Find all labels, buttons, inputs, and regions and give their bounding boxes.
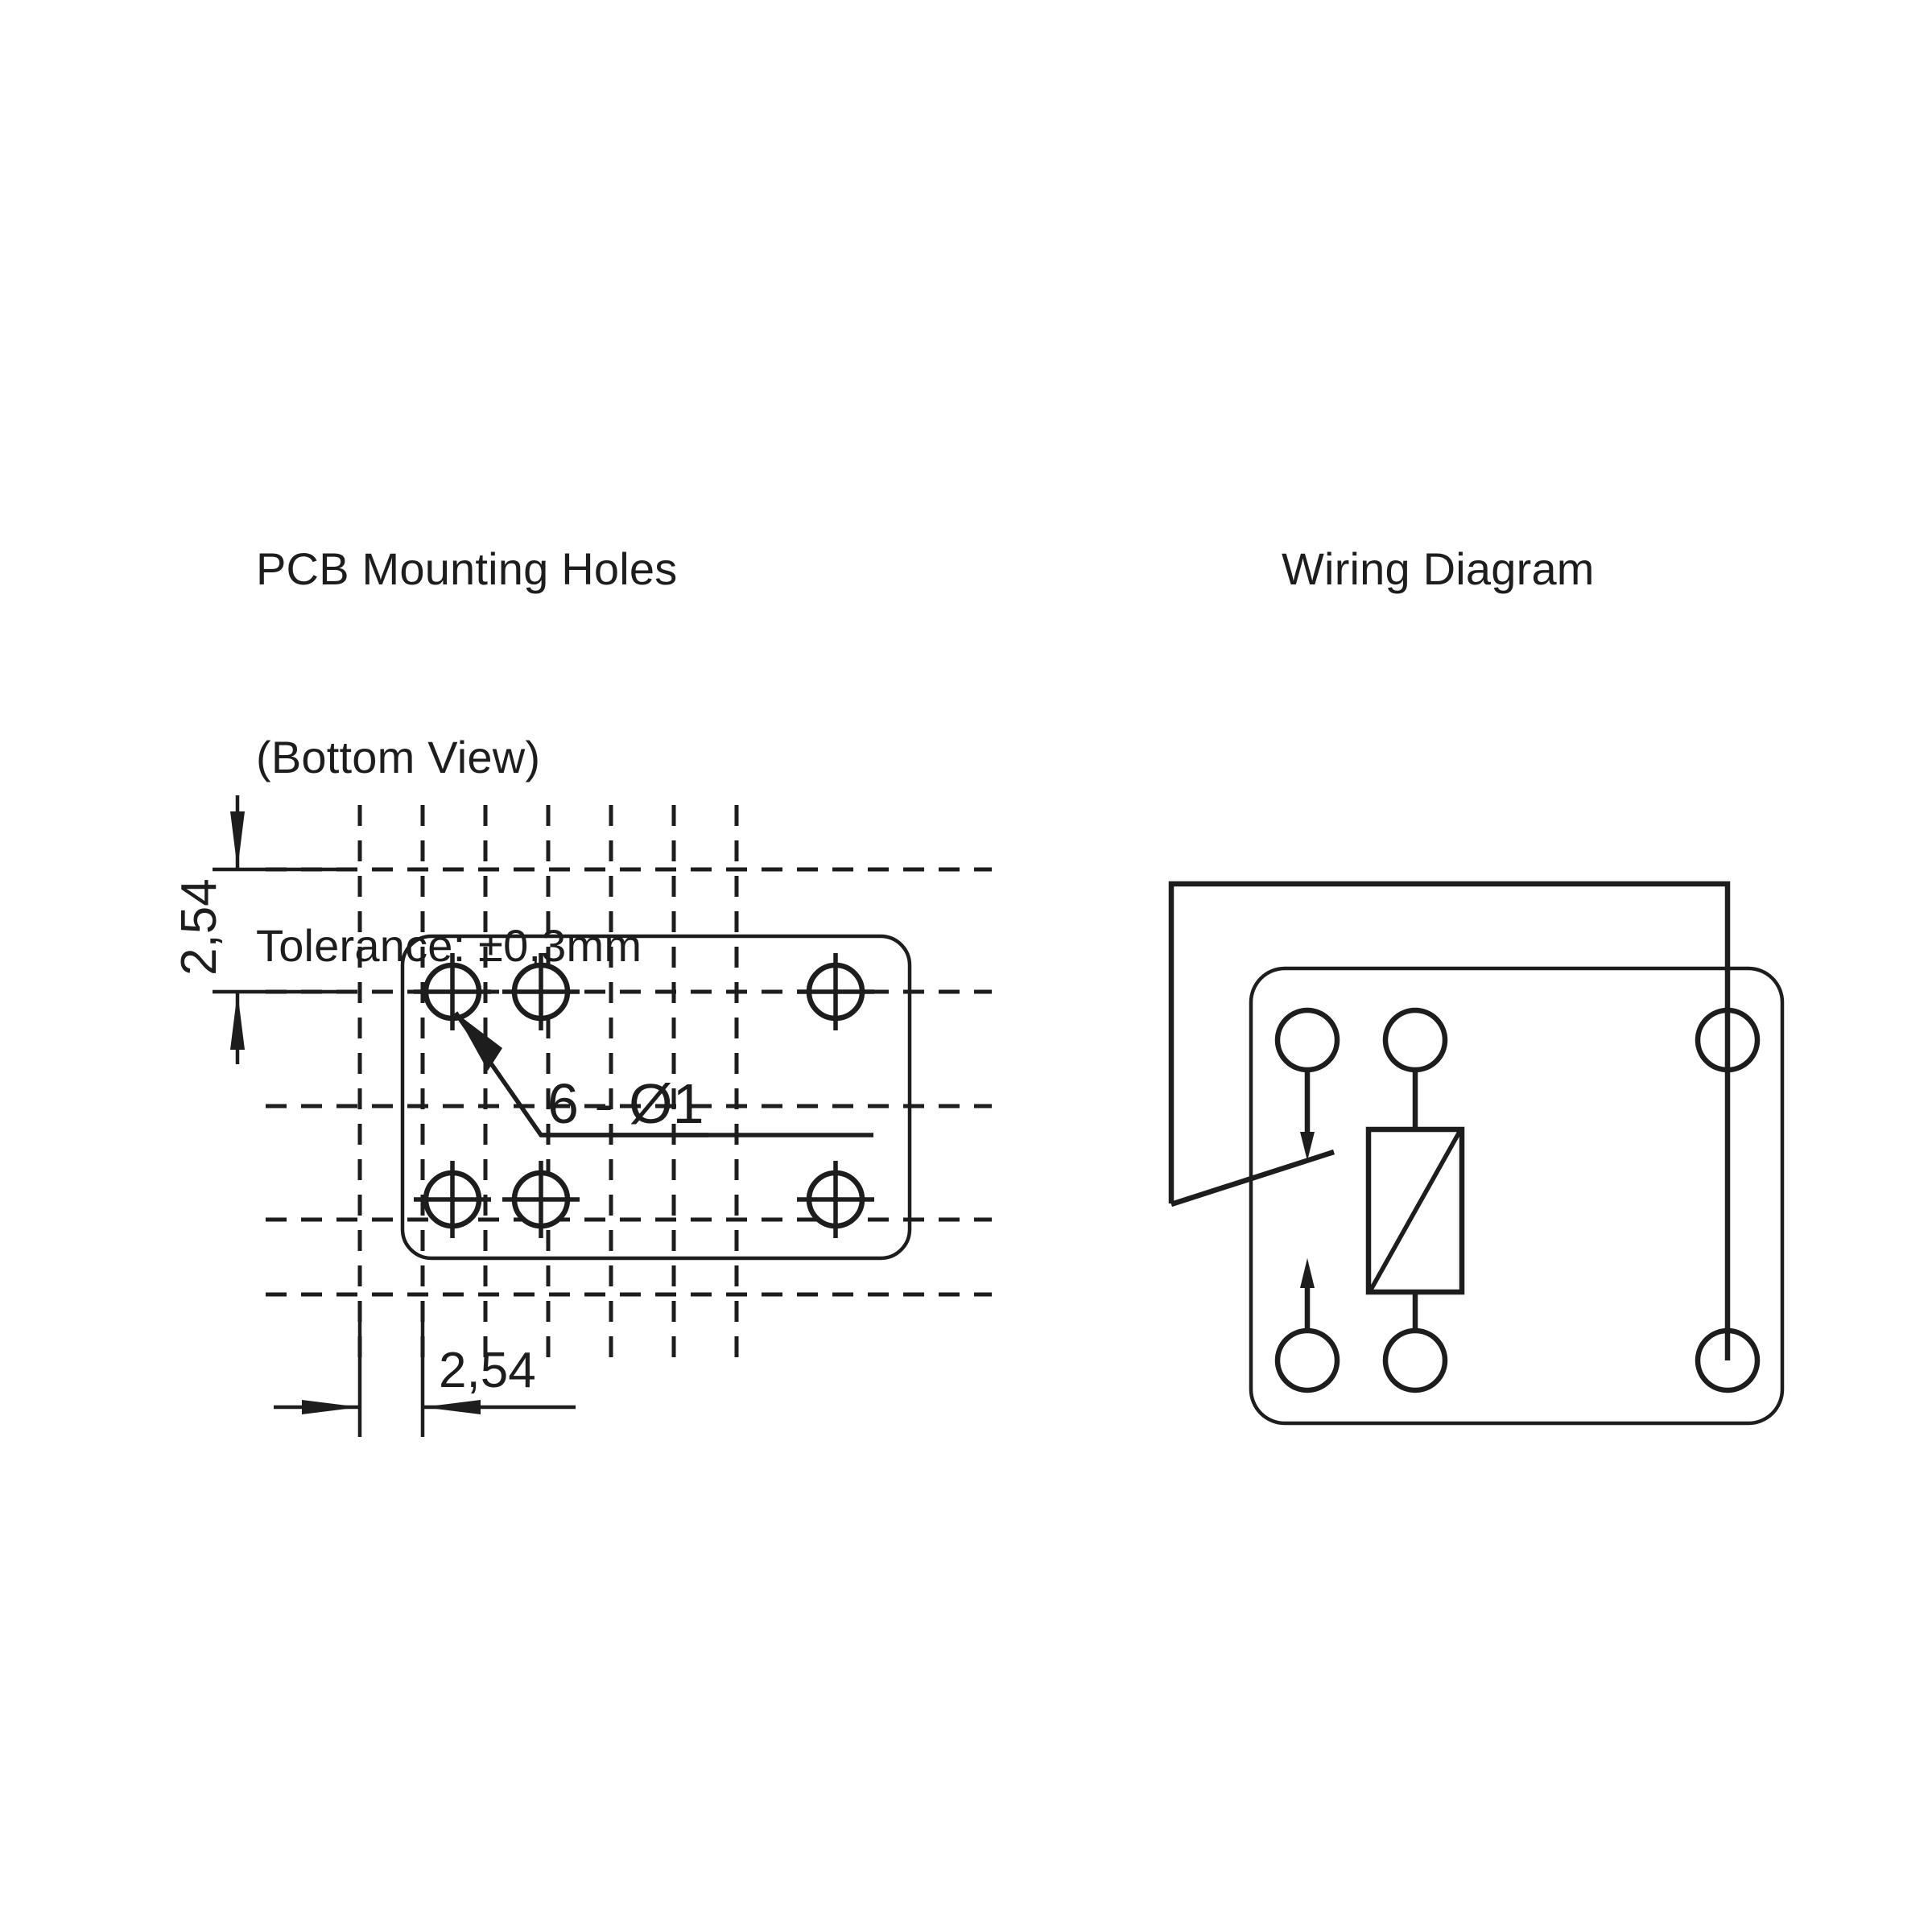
hole-6 bbox=[797, 1161, 874, 1238]
wiring-title-line: Wiring Diagram bbox=[1282, 543, 1595, 594]
pcb-grid-horizontal-lines bbox=[266, 867, 992, 1297]
vertical-dimension: 2,54 bbox=[171, 795, 338, 1064]
contact-armature bbox=[1170, 1149, 1335, 1208]
relay-coil-symbol bbox=[1365, 1070, 1465, 1331]
hole-4 bbox=[414, 1161, 491, 1238]
pcb-title-line-2: (Bottom View) bbox=[256, 732, 541, 782]
contact-upper-stem bbox=[1300, 1070, 1315, 1161]
pcb-title-line-1: PCB Mounting Holes bbox=[256, 543, 678, 594]
terminal-bottom-left bbox=[1274, 1327, 1340, 1393]
terminal-top-right bbox=[1695, 1007, 1761, 1073]
external-jumper-wire bbox=[1168, 881, 1731, 1203]
pcb-hole-group bbox=[414, 953, 874, 1238]
hole-1 bbox=[414, 953, 491, 1030]
pcb-body-outline bbox=[400, 934, 912, 1261]
wiring-diagram-drawing bbox=[1168, 881, 1785, 1426]
pcb-title-block: PCB Mounting Holes (Bottom View) Toleran… bbox=[256, 412, 677, 1103]
relay-body-outline bbox=[1249, 966, 1785, 1426]
terminal-top-left bbox=[1274, 1007, 1340, 1073]
pcb-mounting-holes-drawing: 6 - Ø1 2,54 2,54 bbox=[171, 795, 992, 1437]
terminal-bottom-right bbox=[1695, 1327, 1761, 1393]
contact-lower-stem bbox=[1300, 1258, 1315, 1331]
vertical-dimension-text: 2,54 bbox=[171, 878, 227, 976]
pcb-grid-vertical-lines bbox=[357, 805, 739, 1368]
wiring-title-block: Wiring Diagram bbox=[1282, 412, 1595, 726]
horizontal-dimension: 2,54 bbox=[274, 1307, 576, 1437]
hole-2 bbox=[502, 953, 580, 1030]
hole-5 bbox=[502, 1161, 580, 1238]
hole-callout-text: 6 - Ø1 bbox=[547, 1072, 704, 1135]
terminal-top-middle bbox=[1382, 1007, 1448, 1073]
hole-callout-leader bbox=[453, 1011, 873, 1137]
terminal-bottom-middle bbox=[1382, 1327, 1448, 1393]
hole-3 bbox=[797, 953, 874, 1030]
horizontal-dimension-text: 2,54 bbox=[439, 1343, 536, 1398]
